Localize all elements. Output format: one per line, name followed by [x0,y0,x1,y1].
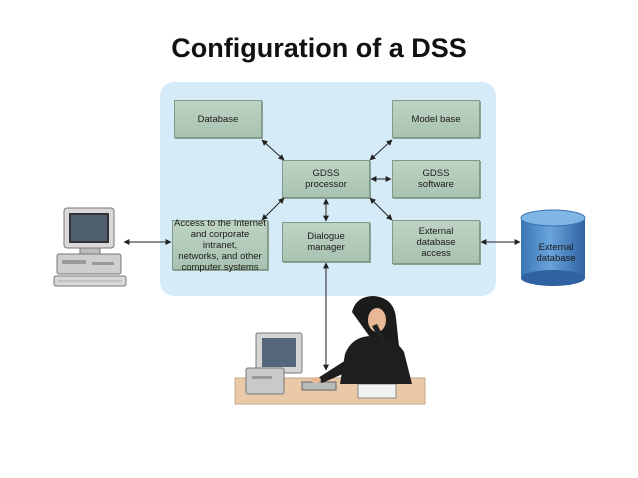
dialogue-manager-box: Dialogue manager [282,222,370,262]
gdss-processor-box: GDSS processor [282,160,370,198]
arrow-database-processor [261,139,285,161]
external-database-label: External database [536,242,576,264]
arrow-processor-external [369,197,393,221]
internet-access-box: Access to the Internet and corporate int… [172,218,268,273]
gdss-software-box: GDSS software [392,160,480,198]
computer-icon [53,207,127,287]
arrow-modelbase-processor [369,139,393,161]
user-at-computer-illustration [234,296,426,405]
model-base-box: Model base [392,100,480,138]
external-database-cylinder-icon [520,209,586,286]
page-title: Configuration of a DSS [171,33,467,63]
database-box: Database [174,100,262,138]
external-database-access-box: External database access [392,220,480,264]
arrow-processor-access [261,197,285,221]
